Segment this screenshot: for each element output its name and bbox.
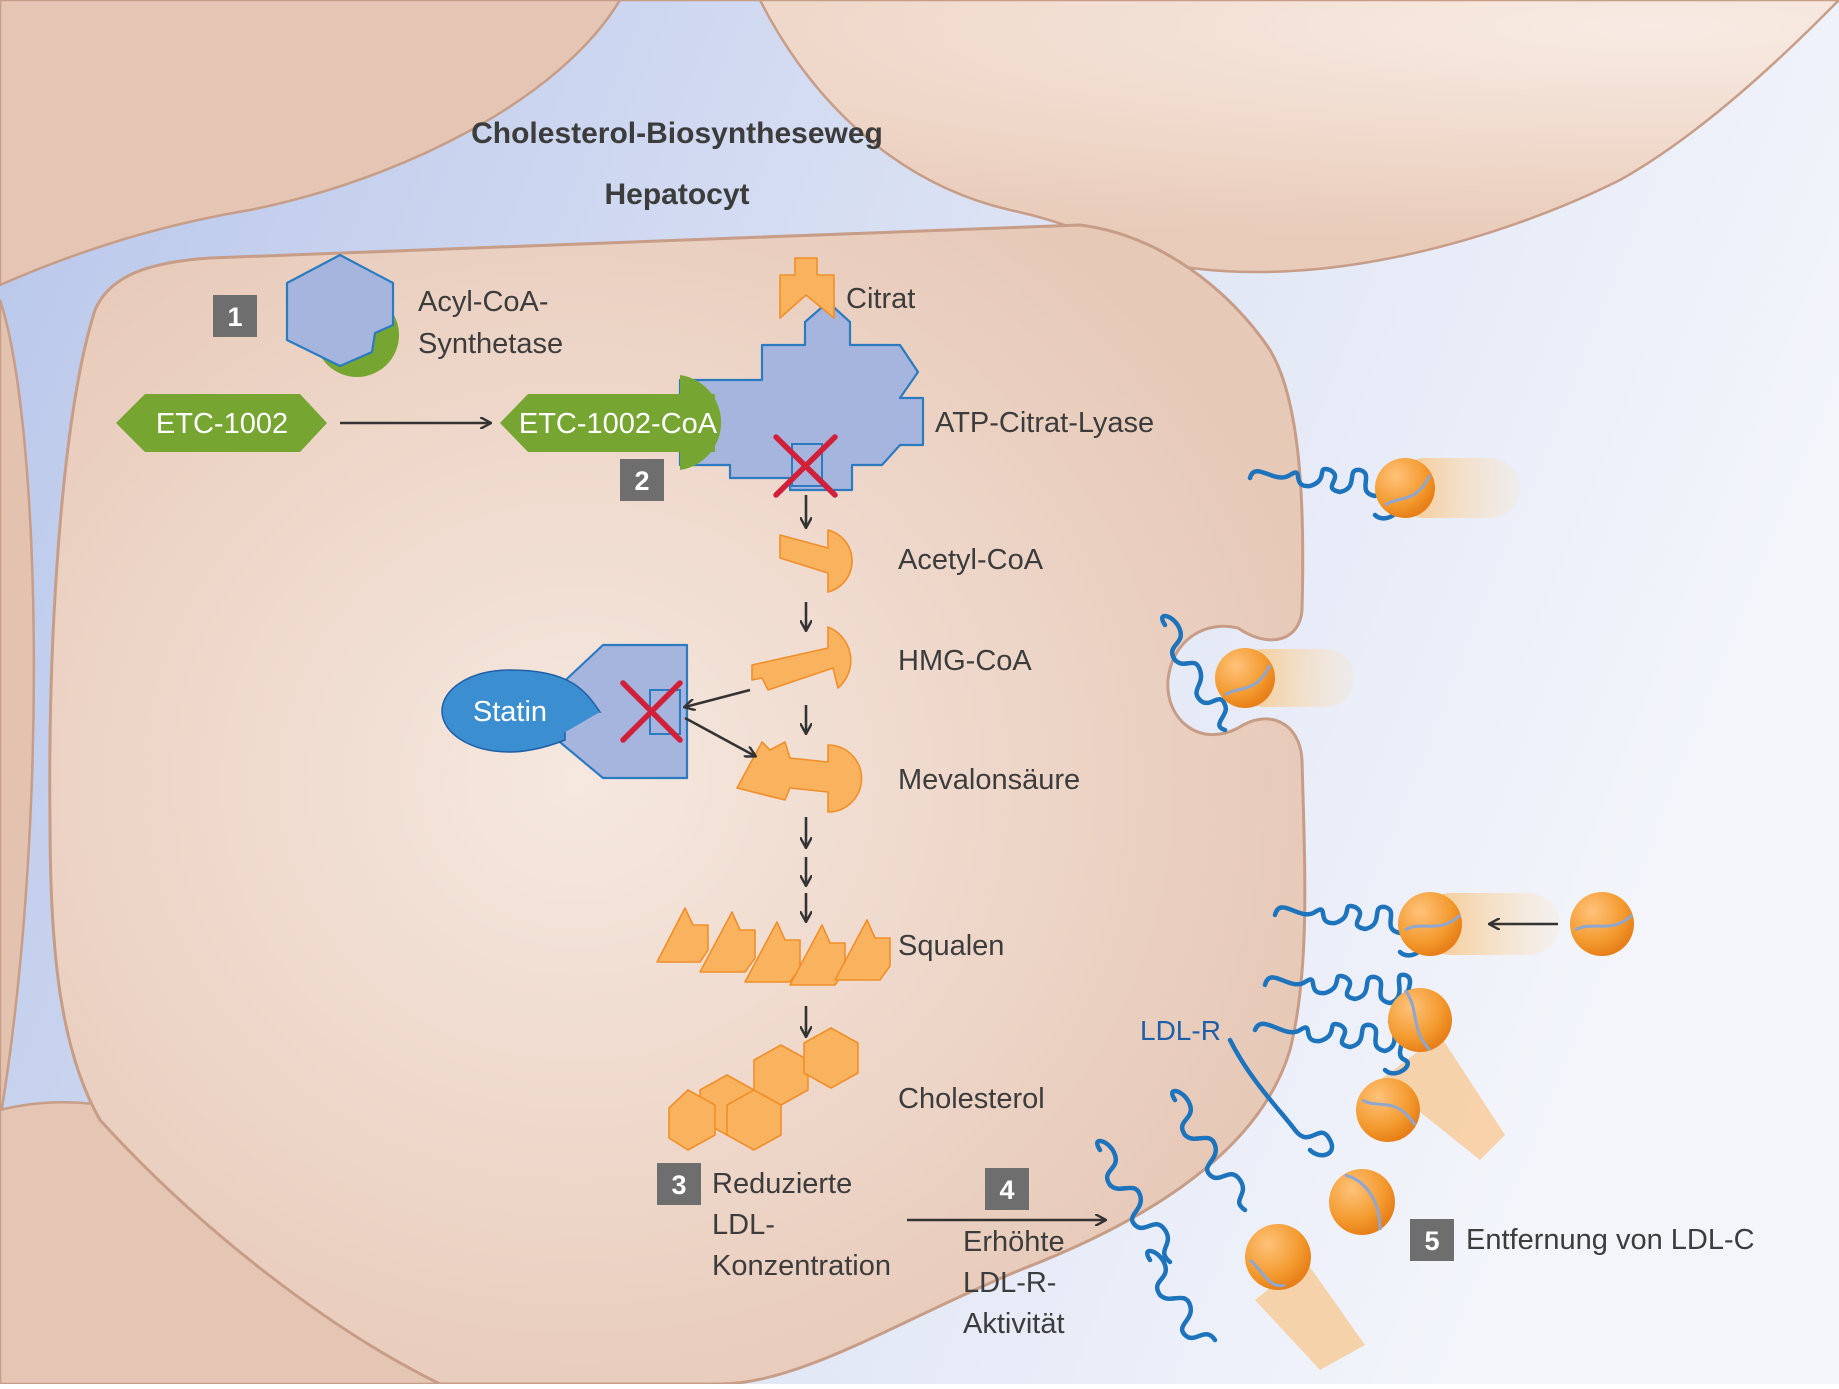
step-badge-3-label: 3 xyxy=(671,1170,686,1200)
squalen-icon xyxy=(656,907,891,986)
step-badge-2 xyxy=(620,459,664,501)
step-badge-3 xyxy=(657,1163,701,1205)
atp-citrat-lyase-label: ATP-Citrat-Lyase xyxy=(935,407,1154,439)
statin-inhibition-cross-icon xyxy=(620,680,683,743)
hepatocyte-cell xyxy=(48,223,1307,1386)
citrat-icon xyxy=(779,257,835,319)
etc-1002-label: ETC-1002 xyxy=(156,408,288,440)
etc-1002-coa-icon xyxy=(500,375,722,470)
acetyl-coa-label: Acetyl-CoA xyxy=(898,544,1044,576)
ldl-receptor-6 xyxy=(1227,1037,1335,1158)
neighbour-cell-left xyxy=(0,299,36,1121)
acyl-coa-synthetase-label-1: Acyl-CoA- xyxy=(418,286,549,318)
step-badge-4-label: 4 xyxy=(999,1175,1014,1205)
cholesterol-label: Cholesterol xyxy=(898,1083,1045,1115)
mevalonsaeure-label: Mevalonsäure xyxy=(898,764,1080,796)
neighbour-cell-top-left xyxy=(0,0,622,287)
inhibition-cross-icon xyxy=(773,434,838,498)
step-badge-4 xyxy=(985,1168,1029,1210)
cholesterol-icon xyxy=(668,1027,859,1151)
ldl-receptor-7 xyxy=(1170,1088,1248,1213)
acetyl-coa-icon xyxy=(779,529,853,593)
neighbour-cell-top xyxy=(0,0,1839,274)
statin-icon xyxy=(441,669,602,753)
step-4-line-2: LDL-R- xyxy=(963,1267,1056,1299)
step-3-line-2: LDL- xyxy=(712,1209,775,1241)
etc-1002-coa-label: ETC-1002-CoA xyxy=(519,408,718,440)
etc-1002-icon xyxy=(116,394,327,452)
step-badge-5 xyxy=(1410,1219,1454,1261)
citrat-label: Citrat xyxy=(846,283,915,315)
mevalonsaeure-icon xyxy=(736,741,863,813)
atp-citrat-lyase-icon xyxy=(678,300,925,492)
statin-label: Statin xyxy=(473,696,547,728)
step-4-line-3: Aktivität xyxy=(963,1308,1065,1340)
acyl-coa-synthetase-icon xyxy=(285,253,399,377)
step-5-label: Entfernung von LDL-C xyxy=(1466,1224,1755,1256)
diagram-title: Cholesterol-Biosyntheseweg xyxy=(471,117,883,150)
ldl-particles xyxy=(1215,458,1634,1290)
ldl-receptor-9 xyxy=(1145,1248,1218,1343)
step-badge-1 xyxy=(213,295,257,337)
hmg-to-reductase-arrow xyxy=(685,688,751,707)
ldl-r-label: LDL-R xyxy=(1140,1015,1221,1046)
ldl-receptor-8 xyxy=(1095,1138,1173,1265)
hmg-coa-icon xyxy=(751,626,852,691)
step-badge-2-label: 2 xyxy=(634,466,649,496)
ldl-receptor-2 xyxy=(1160,613,1229,733)
step-4-line-1: Erhöhte xyxy=(963,1226,1065,1258)
step-3-line-3: Konzentration xyxy=(712,1250,891,1282)
step-badge-1-label: 1 xyxy=(227,302,242,332)
step-badge-5-label: 5 xyxy=(1424,1226,1439,1256)
step-3-line-1: Reduzierte xyxy=(712,1168,852,1200)
squalen-label: Squalen xyxy=(898,930,1004,962)
diagram-subtitle: Hepatocyt xyxy=(604,178,749,211)
hmg-coa-label: HMG-CoA xyxy=(898,645,1032,677)
reductase-to-mevalon-arrow xyxy=(684,716,755,756)
acyl-coa-synthetase-label-2: Synthetase xyxy=(418,328,563,360)
